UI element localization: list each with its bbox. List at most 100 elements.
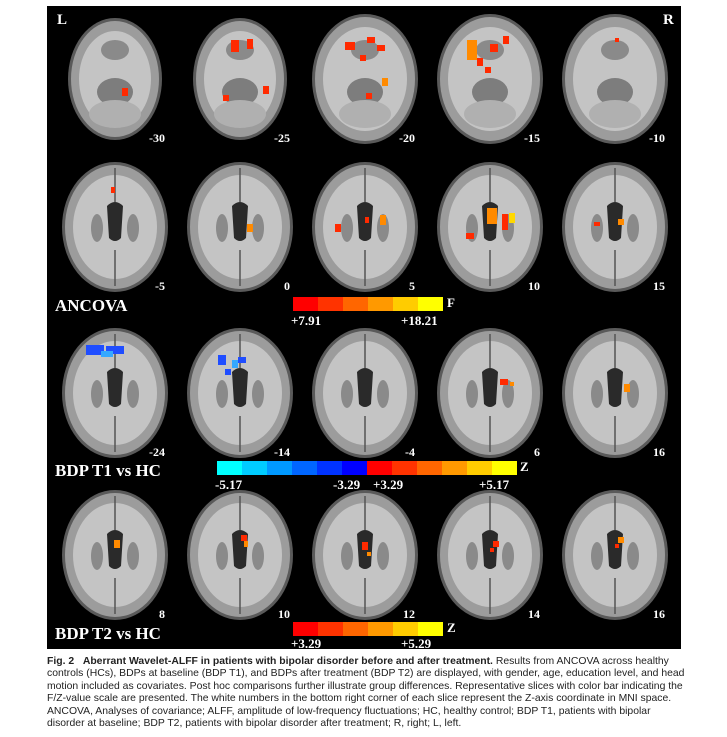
brain-slice-image [562,490,668,620]
brain-slice: -14 [180,324,300,462]
brain-slice-image [437,328,543,458]
colorbar-swatch [393,297,418,311]
colorbar-f-max: +18.21 [401,313,438,328]
activation-cluster [487,208,497,224]
colorbar-swatch [342,461,367,475]
brain-slice-image [62,162,168,292]
activation-cluster [106,346,124,354]
activation-cluster [247,39,253,49]
colorbar-swatch [467,461,492,475]
slice-z-label: -25 [274,131,290,145]
colorbar-swatch [318,622,343,636]
brain-slice-image [437,14,543,144]
brain-slice: -4 [305,324,425,462]
colorbar-swatch [368,622,393,636]
colorbar-swatch [293,297,318,311]
colorbar-z-t1-neg-max: -3.29 [333,477,361,492]
colorbar-z-t2-min: +3.29 [291,636,322,651]
figure-number: Fig. 2 [47,656,75,667]
group-label-t1: BDP T1 vs HC [55,461,161,480]
colorbar-swatch [393,622,418,636]
brain-slice-image [312,490,418,620]
figure-title: Aberrant Wavelet-ALFF in patients with b… [82,656,493,667]
activation-cluster [490,548,494,552]
slice-z-label: -5 [155,279,165,293]
brain-slice-image [437,490,543,620]
brain-slice-image [437,162,543,292]
colorbar-swatch [492,461,517,475]
colorbar-z-t1-neg-min: -5.17 [215,477,243,492]
activation-cluster [502,214,508,230]
activation-cluster [362,542,368,550]
slice-z-label: -14 [274,445,290,459]
brain-slice: 15 [555,158,675,296]
colorbar-f-min: +7.91 [291,313,322,328]
colorbar-swatch [242,461,267,475]
activation-cluster [485,67,491,73]
brain-slice: -24 [55,324,175,462]
brain-slice: -30 [55,10,175,148]
activation-cluster [618,537,624,543]
brain-slice-image [68,18,162,140]
activation-cluster [380,215,386,225]
slice-z-label: -20 [399,131,415,145]
brain-slice: 16 [555,324,675,462]
activation-cluster [225,369,231,375]
activation-cluster [360,55,366,61]
colorbar-swatch [368,297,393,311]
activation-cluster [467,40,477,60]
activation-cluster [366,93,372,99]
activation-cluster [241,535,247,541]
slice-z-label: 6 [534,445,540,459]
activation-cluster [232,360,238,368]
colorbar-z-t2-max: +5.29 [401,636,432,651]
colorbar-z-t1-pos-max: +5.17 [479,477,510,492]
colorbar-swatch [392,461,417,475]
slice-z-label: 10 [278,607,290,621]
activation-cluster [231,40,239,52]
brain-slice-image [312,328,418,458]
brain-slice: 10 [430,158,550,296]
activation-cluster [365,217,369,223]
slice-z-label: 5 [409,279,415,293]
activation-cluster [624,384,630,392]
slice-z-label: 8 [159,607,165,621]
slice-z-label: -24 [149,445,165,459]
brain-slice-image [562,328,668,458]
colorbar-swatch [217,461,242,475]
slice-z-label: 0 [284,279,290,293]
colorbar-z-t1-letter: Z [520,459,529,474]
slice-z-label: -4 [405,445,415,459]
brain-slice-image [312,14,418,144]
activation-cluster [503,36,509,44]
brain-slice-image [312,162,418,292]
slice-z-label: 14 [528,607,540,621]
slice-z-label: -10 [649,131,665,145]
colorbar-swatch [418,297,443,311]
slice-z-label: -15 [524,131,540,145]
activation-cluster [335,224,341,232]
figure-caption-body: Results from ANCOVA across healthy contr… [47,656,685,730]
brain-slice: 10 [180,486,300,624]
brain-slice-image [193,18,287,140]
brain-slice: -25 [180,10,300,148]
orientation-left-label: L [57,12,68,28]
brain-slice-image [62,490,168,620]
colorbar-swatch [343,622,368,636]
activation-cluster [247,224,253,232]
activation-cluster [500,379,508,385]
slice-z-label: 10 [528,279,540,293]
activation-cluster [615,544,619,548]
figure-caption: Fig. 2 Aberrant Wavelet-ALFF in patients… [47,656,687,730]
colorbar-z-t2-letter: Z [447,620,456,635]
colorbar-swatch [293,622,318,636]
brain-slice: -15 [430,10,550,148]
colorbar-z-t1-swatches [217,461,517,475]
colorbar-swatch [442,461,467,475]
brain-slice: -10 [555,10,675,148]
colorbar-f-swatches [293,297,443,311]
colorbar-swatch [317,461,342,475]
orientation-right-label: R [663,12,674,28]
brain-slice-image [562,14,668,144]
brain-slice: -5 [55,158,175,296]
